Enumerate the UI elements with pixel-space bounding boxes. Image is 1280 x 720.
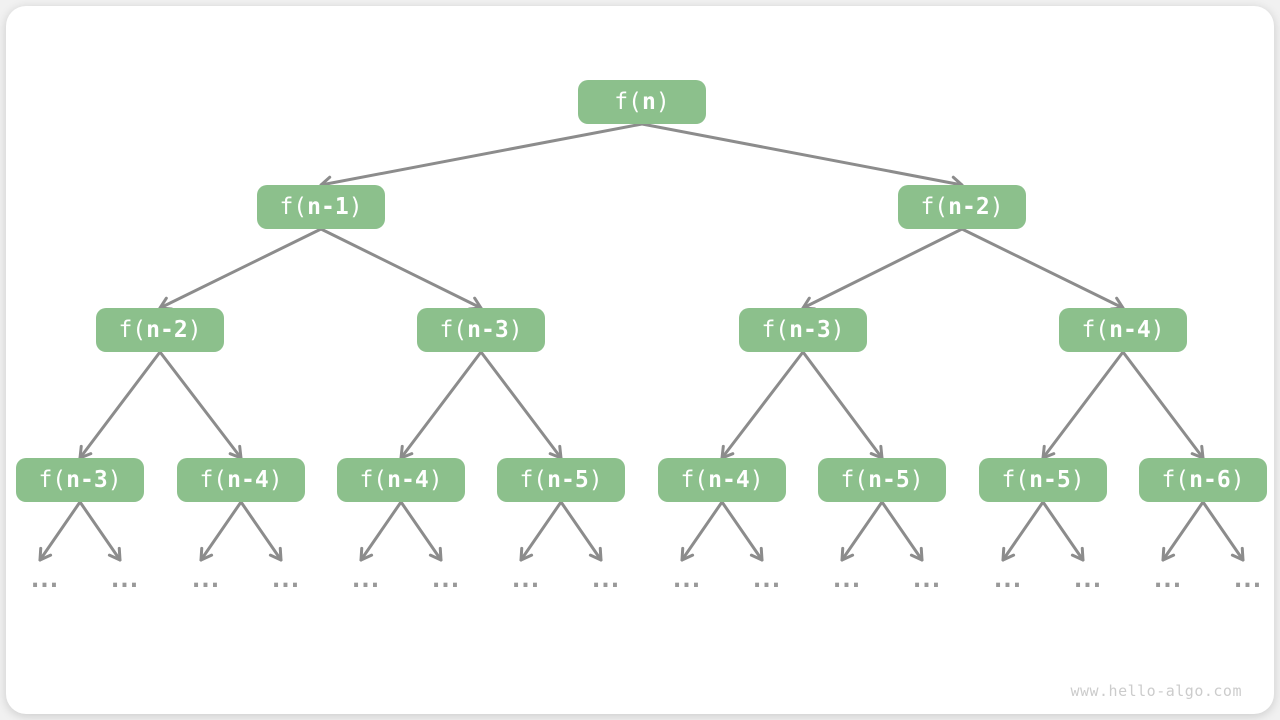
node-label-bold: n-2: [146, 317, 188, 343]
node-label-pre: f(: [199, 467, 228, 493]
node-label-post: ): [909, 467, 924, 493]
ellipsis: ...: [829, 565, 863, 593]
node-label-bold: n-4: [227, 467, 269, 493]
ellipsis: ...: [27, 565, 61, 593]
ellipsis: ...: [1230, 565, 1264, 593]
node-label-post: ): [508, 317, 523, 343]
node-label-bold: n-5: [547, 467, 589, 493]
tree-node: f(n-4): [658, 458, 786, 502]
ellipsis: ...: [909, 565, 943, 593]
node-label-pre: f(: [359, 467, 388, 493]
ellipsis: ...: [669, 565, 703, 593]
tree-node: f(n-5): [818, 458, 946, 502]
tree-node: f(n-1): [257, 185, 385, 229]
ellipsis: ...: [188, 565, 222, 593]
ellipsis: ...: [268, 565, 302, 593]
node-label-pre: f(: [279, 194, 308, 220]
ellipsis: ...: [749, 565, 783, 593]
node-label-bold: n-3: [789, 317, 831, 343]
watermark: www.hello-algo.com: [1070, 682, 1242, 700]
node-label-post: ): [655, 89, 670, 115]
node-label-pre: f(: [840, 467, 869, 493]
tree-node: f(n-3): [16, 458, 144, 502]
node-label-post: ): [749, 467, 764, 493]
tree-node: f(n-3): [417, 308, 545, 352]
node-label-post: ): [428, 467, 443, 493]
node-label-bold: n-4: [1109, 317, 1151, 343]
node-label-post: ): [187, 317, 202, 343]
node-label-pre: f(: [614, 89, 642, 115]
node-label-post: ): [107, 467, 122, 493]
node-label-post: ): [268, 467, 283, 493]
ellipsis: ...: [1150, 565, 1184, 593]
tree-node: f(n-5): [979, 458, 1107, 502]
ellipsis: ...: [107, 565, 141, 593]
node-label-bold: n-5: [1029, 467, 1071, 493]
tree-node: f(n): [578, 80, 706, 124]
ellipsis: ...: [588, 565, 622, 593]
node-label-bold: n-4: [387, 467, 429, 493]
ellipsis: ...: [508, 565, 542, 593]
node-label-post: ): [1230, 467, 1245, 493]
node-label-bold: n: [641, 89, 656, 115]
node-label-pre: f(: [1081, 317, 1110, 343]
ellipsis: ...: [348, 565, 382, 593]
node-label-pre: f(: [920, 194, 949, 220]
tree-node: f(n-6): [1139, 458, 1267, 502]
node-label-pre: f(: [680, 467, 709, 493]
node-label-bold: n-3: [66, 467, 108, 493]
node-label-pre: f(: [38, 467, 67, 493]
ellipsis: ...: [428, 565, 462, 593]
tree-node: f(n-4): [1059, 308, 1187, 352]
tree-node: f(n-4): [337, 458, 465, 502]
tree-node: f(n-2): [898, 185, 1026, 229]
node-label-pre: f(: [1161, 467, 1190, 493]
node-label-post: ): [989, 194, 1004, 220]
tree-node: f(n-5): [497, 458, 625, 502]
node-label-post: ): [1070, 467, 1085, 493]
node-label-post: ): [1150, 317, 1165, 343]
node-label-pre: f(: [519, 467, 548, 493]
node-label-bold: n-1: [307, 194, 349, 220]
node-label-bold: n-5: [868, 467, 910, 493]
node-label-bold: n-3: [467, 317, 509, 343]
ellipsis: ...: [990, 565, 1024, 593]
node-label-bold: n-2: [948, 194, 990, 220]
ellipsis: ...: [1070, 565, 1104, 593]
node-label-post: ): [588, 467, 603, 493]
tree-node: f(n-2): [96, 308, 224, 352]
node-label-pre: f(: [118, 317, 147, 343]
node-label-pre: f(: [1001, 467, 1030, 493]
node-label-post: ): [830, 317, 845, 343]
tree-node: f(n-3): [739, 308, 867, 352]
node-label-pre: f(: [439, 317, 468, 343]
node-label-bold: n-4: [708, 467, 750, 493]
node-label-bold: n-6: [1189, 467, 1231, 493]
node-label-post: ): [348, 194, 363, 220]
node-label-pre: f(: [761, 317, 790, 343]
tree-node: f(n-4): [177, 458, 305, 502]
